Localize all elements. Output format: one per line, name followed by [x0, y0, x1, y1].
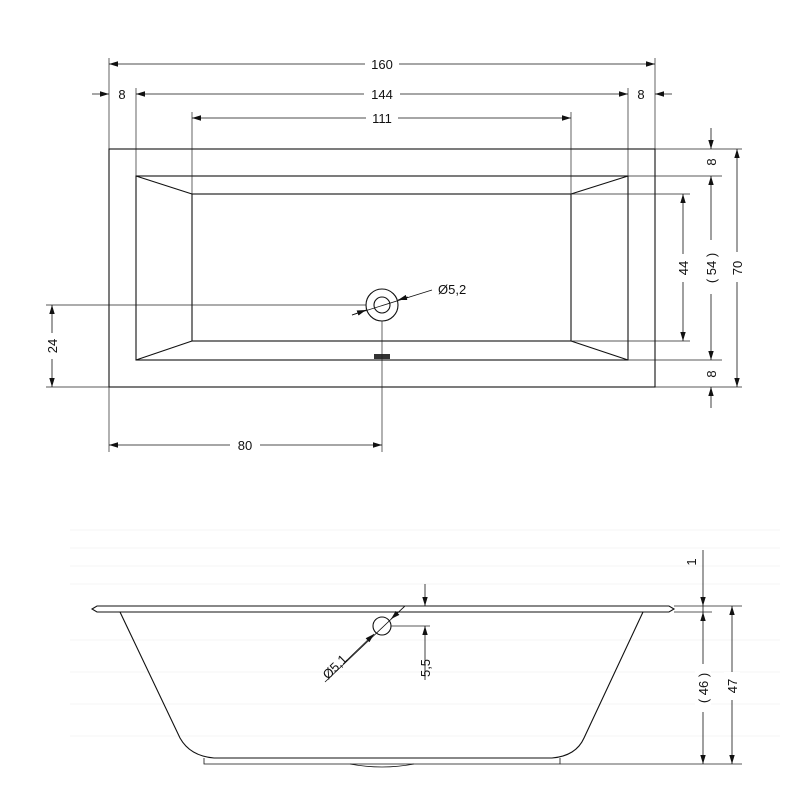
extension-lines [46, 58, 742, 452]
tub-base [203, 758, 561, 765]
bathtub-bottom-outline [191, 193, 572, 342]
drain-leader-line [351, 289, 433, 316]
dim-overall-width: 70 [730, 261, 745, 275]
dim-rim-left: 8 [118, 87, 125, 102]
dim-rim-bottom: 8 [704, 370, 719, 377]
drain-circle [365, 288, 399, 322]
inner-depth: ( 46 ) [696, 673, 711, 703]
dim-rim-right: 8 [637, 87, 644, 102]
overflow-diameter: Ø5,1 [320, 652, 351, 683]
tub-body-profile [119, 611, 644, 759]
dim-inner-length: 144 [371, 87, 393, 102]
total-depth: 47 [725, 679, 740, 693]
tub-feet [349, 763, 415, 768]
slope-lines [135, 175, 629, 361]
top-view: 160 8 144 8 111 70 8 ( 54 ) 8 44 24 [44, 56, 745, 453]
tub-rim [90, 605, 676, 613]
dim-bottom-width: 44 [676, 261, 691, 275]
dim-drain-from-edge: 24 [45, 339, 60, 353]
drain-diameter: Ø5,2 [438, 282, 466, 297]
dim-inner-width: ( 54 ) [704, 253, 719, 283]
overflow-circle [372, 616, 392, 636]
rim-thickness: 1 [684, 558, 699, 565]
dim-overall-length: 160 [371, 57, 393, 72]
overflow-offset: 5,5 [418, 659, 433, 677]
dim-drain-from-side: 80 [238, 438, 252, 453]
side-view: Ø5,1 5,5 1 ( 46 ) 47 [70, 529, 780, 768]
dim-rim-top: 8 [704, 158, 719, 165]
dim-bottom-length: 111 [372, 111, 392, 126]
